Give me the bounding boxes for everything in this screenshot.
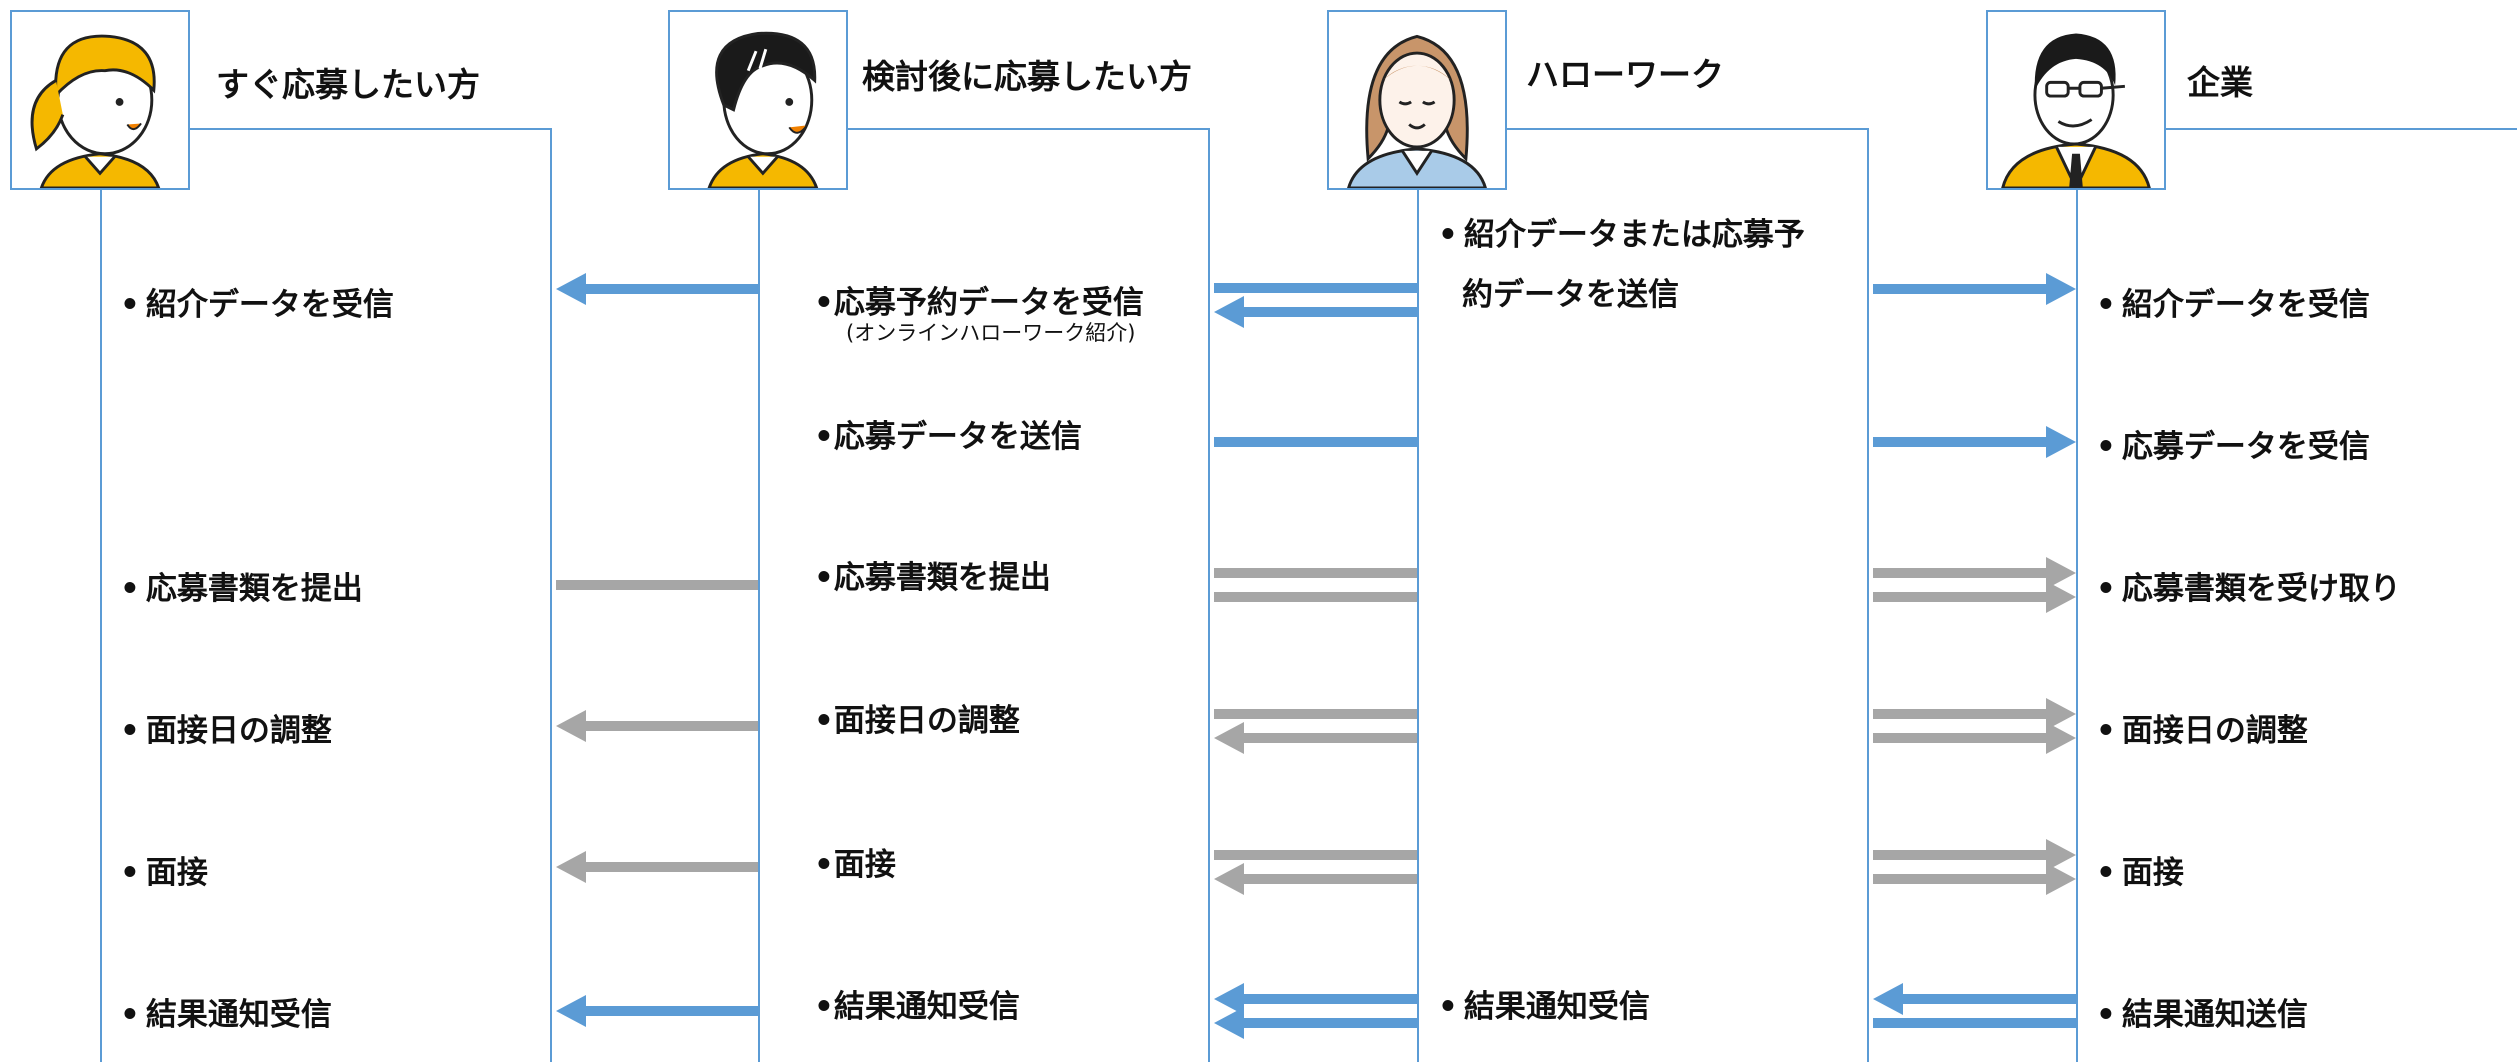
arrow-head <box>1873 983 1903 1015</box>
actor-name-applicant-now: すぐ応募したい方 <box>216 65 480 104</box>
lane-top-border <box>190 128 552 130</box>
step-label: •紹介データを受信 <box>120 287 394 323</box>
arrow-head <box>2046 863 2076 895</box>
step-note: (オンラインハローワーク紹介) <box>846 321 1136 345</box>
step-label: •面接 <box>120 855 208 891</box>
step-label: •応募予約データを受信 <box>814 285 1144 321</box>
step-label: •応募データを受信 <box>2096 429 2370 465</box>
arrow-head <box>556 995 586 1027</box>
arrow-head <box>2046 839 2076 871</box>
arrow-head <box>1214 296 1244 328</box>
lifeline-applicant-now <box>100 190 102 1062</box>
step-label: •応募データを送信 <box>814 419 1082 455</box>
step-label: •面接日の調整 <box>2096 713 2308 749</box>
avatar-company <box>1986 10 2166 190</box>
arrow-head <box>556 273 586 305</box>
step-label: •結果通知送信 <box>2096 997 2308 1033</box>
arrow-head <box>2046 557 2076 589</box>
step-label: •応募書類を提出 <box>120 571 363 607</box>
actor-name-hellowork: ハローワーク <box>1526 55 1724 94</box>
arrow-head <box>2046 581 2076 613</box>
avatar-applicant-later <box>668 10 848 190</box>
step-label: •結果通知受信 <box>814 989 1020 1025</box>
lane-border <box>550 128 552 1062</box>
arrow-head <box>556 710 586 742</box>
arrow-head <box>2046 273 2076 305</box>
lane-border <box>1867 128 1869 1062</box>
lane-top-border <box>848 128 1210 130</box>
arrow-head <box>2046 722 2076 754</box>
step-label: •面接日の調整 <box>120 713 332 749</box>
step-label: •面接日の調整 <box>814 703 1020 739</box>
lifeline-hellowork <box>1417 190 1419 1062</box>
step-label: •応募書類を提出 <box>814 560 1051 596</box>
arrow-head <box>1214 863 1244 895</box>
step-label: 約データを送信 <box>1462 277 1679 313</box>
step-label: •結果通知受信 <box>120 997 332 1033</box>
step-label: •結果通知受信 <box>1438 989 1650 1025</box>
step-label: •面接 <box>2096 855 2184 891</box>
arrow-head <box>2046 698 2076 730</box>
step-label: •応募書類を受け取り <box>2096 571 2401 607</box>
arrow-head <box>1214 983 1244 1015</box>
lifeline-company <box>2076 190 2078 1062</box>
step-label: •紹介データまたは応募予 <box>1438 217 1805 253</box>
lane-border <box>1208 128 1210 1062</box>
arrow-head <box>1214 722 1244 754</box>
avatar-hellowork <box>1327 10 1507 190</box>
lane-top-border <box>2166 128 2517 130</box>
man-applicant-icon <box>670 12 846 188</box>
arrow-head <box>1214 1007 1244 1039</box>
actor-name-company: 企業 <box>2187 63 2253 102</box>
actor-name-applicant-later: 検討後に応募したい方 <box>862 57 1192 96</box>
hellowork-staff-icon <box>1329 12 1505 188</box>
arrow-head <box>2046 426 2076 458</box>
arrow-head <box>556 851 586 883</box>
step-label: •面接 <box>814 847 896 883</box>
avatar-applicant-now <box>10 10 190 190</box>
woman-applicant-icon <box>12 12 188 188</box>
lifeline-applicant-later <box>758 190 760 1062</box>
step-label: •紹介データを受信 <box>2096 287 2370 323</box>
company-person-icon <box>1988 12 2164 188</box>
lane-top-border <box>1507 128 1869 130</box>
